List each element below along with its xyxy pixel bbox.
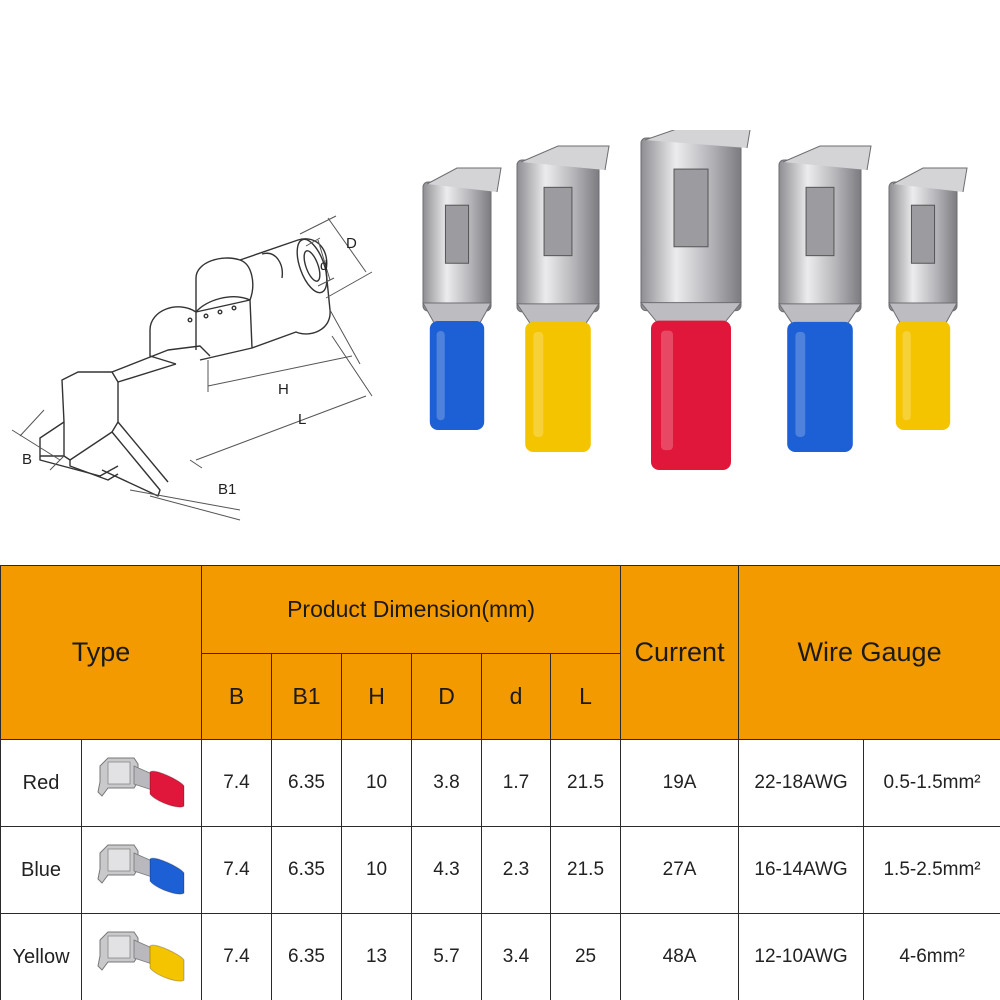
terminal-yellow (888, 167, 968, 430)
terminal-thumbnail-image (96, 844, 184, 895)
cell-current: 19A (620, 739, 740, 827)
specification-table: Type Product Dimension(mm) Current Wire … (0, 565, 1000, 1000)
cell-d: 2.3 (481, 826, 552, 914)
dimension-header: Product Dimension(mm) (201, 565, 622, 654)
terminal-yellow (516, 145, 610, 452)
col-d: d (481, 653, 552, 740)
cell-mm2: 1.5-2.5mm² (863, 826, 1000, 914)
terminal-blue (778, 145, 872, 452)
cell-awg: 12-10AWG (738, 913, 865, 1000)
cell-mm2: 0.5-1.5mm² (863, 739, 1000, 827)
cell-current: 48A (620, 913, 740, 1000)
cell-d: 3.8 (411, 739, 483, 827)
col-B: B (201, 653, 273, 740)
terminal-thumbnail-image (96, 931, 184, 982)
type-name: Yellow (0, 913, 82, 1000)
label-L: L (298, 411, 306, 428)
cell-b1: 6.35 (271, 826, 343, 914)
cell-b: 7.4 (201, 826, 273, 914)
label-B: B (22, 451, 32, 468)
type-header: Type (0, 565, 203, 740)
cell-d: 5.7 (411, 913, 483, 1000)
cell-b: 7.4 (201, 913, 273, 1000)
terminals-photo (422, 130, 968, 470)
cell-d: 1.7 (481, 739, 552, 827)
wire-gauge-header: Wire Gauge (738, 565, 1000, 740)
cell-h: 10 (341, 739, 413, 827)
cell-h: 13 (341, 913, 413, 1000)
cell-d: 3.4 (481, 913, 552, 1000)
label-D: D (346, 235, 357, 252)
cell-awg: 22-18AWG (738, 739, 865, 827)
cell-b1: 6.35 (271, 739, 343, 827)
terminal-thumbnail-image (96, 757, 184, 808)
type-thumbnail (80, 739, 203, 827)
type-name: Red (0, 739, 82, 827)
cell-b: 7.4 (201, 739, 273, 827)
col-H: H (341, 653, 413, 740)
cell-mm2: 4-6mm² (863, 913, 1000, 1000)
cell-d: 4.3 (411, 826, 483, 914)
current-header: Current (620, 565, 740, 740)
label-B1: B1 (218, 481, 236, 498)
cell-l: 25 (550, 913, 622, 1000)
dimension-diagram: D d H L B B1 (11, 215, 373, 521)
col-L: L (550, 653, 622, 740)
type-name: Blue (0, 826, 82, 914)
col-D: D (411, 653, 483, 740)
cell-awg: 16-14AWG (738, 826, 865, 914)
col-B1: B1 (271, 653, 343, 740)
label-H: H (278, 381, 289, 398)
terminal-red (639, 130, 751, 470)
cell-current: 27A (620, 826, 740, 914)
cell-b1: 6.35 (271, 913, 343, 1000)
cell-l: 21.5 (550, 826, 622, 914)
cell-l: 21.5 (550, 739, 622, 827)
label-d: d (320, 257, 328, 273)
type-thumbnail (80, 826, 203, 914)
type-thumbnail (80, 913, 203, 1000)
product-illustration-area: D d H L B B1 (11, 130, 968, 521)
cell-h: 10 (341, 826, 413, 914)
terminal-blue (422, 167, 502, 430)
